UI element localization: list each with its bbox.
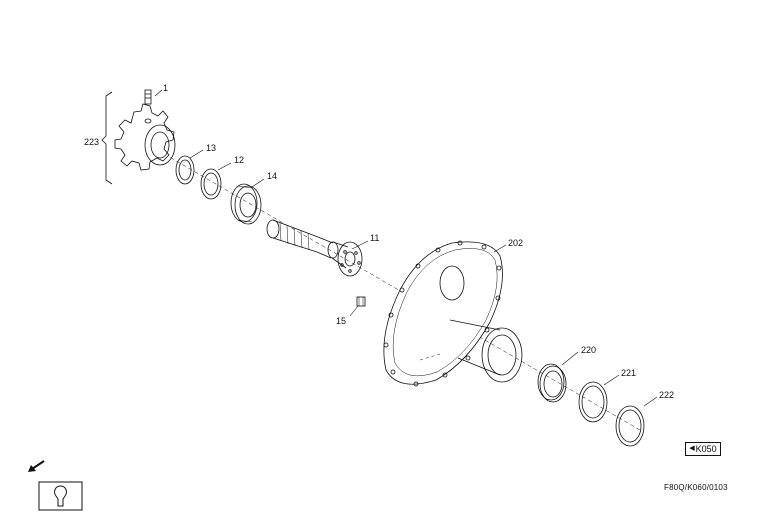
assembly-axis-line <box>139 139 641 431</box>
reference-tag[interactable]: ◀ K050 <box>685 442 721 456</box>
callout-223: 223 <box>84 137 99 147</box>
seal-220 <box>537 363 567 403</box>
callout-221: 221 <box>621 368 636 378</box>
screw-15 <box>356 296 366 307</box>
callout-222: 222 <box>659 390 674 400</box>
callout-15: 15 <box>336 316 346 326</box>
reference-tag-label: K050 <box>695 444 717 454</box>
set-screw <box>144 89 152 105</box>
bracket-223 <box>101 91 113 185</box>
snap-ring-222 <box>615 405 645 447</box>
callout-11: 11 <box>370 233 379 243</box>
pinion-gear <box>114 103 176 171</box>
leader-lines <box>154 89 658 407</box>
snap-ring-13 <box>175 155 195 185</box>
arrow-down-left-icon <box>28 460 45 472</box>
callout-12: 12 <box>234 155 244 165</box>
drawing-code: F80Q/K060/0103 <box>664 483 728 492</box>
callout-14: 14 <box>267 171 277 181</box>
ring-221 <box>578 381 608 423</box>
left-triangle-icon: ◀ <box>689 445 695 452</box>
callout-202: 202 <box>508 238 523 248</box>
callout-220: 220 <box>581 345 596 355</box>
bearing-14 <box>230 183 262 225</box>
callout-13: 13 <box>206 143 216 153</box>
washer-12 <box>200 168 222 200</box>
callout-1: 1 <box>163 83 168 93</box>
keyhole-view-icon <box>38 481 83 511</box>
housing-202 <box>383 240 523 387</box>
pinion-shaft <box>266 219 363 277</box>
